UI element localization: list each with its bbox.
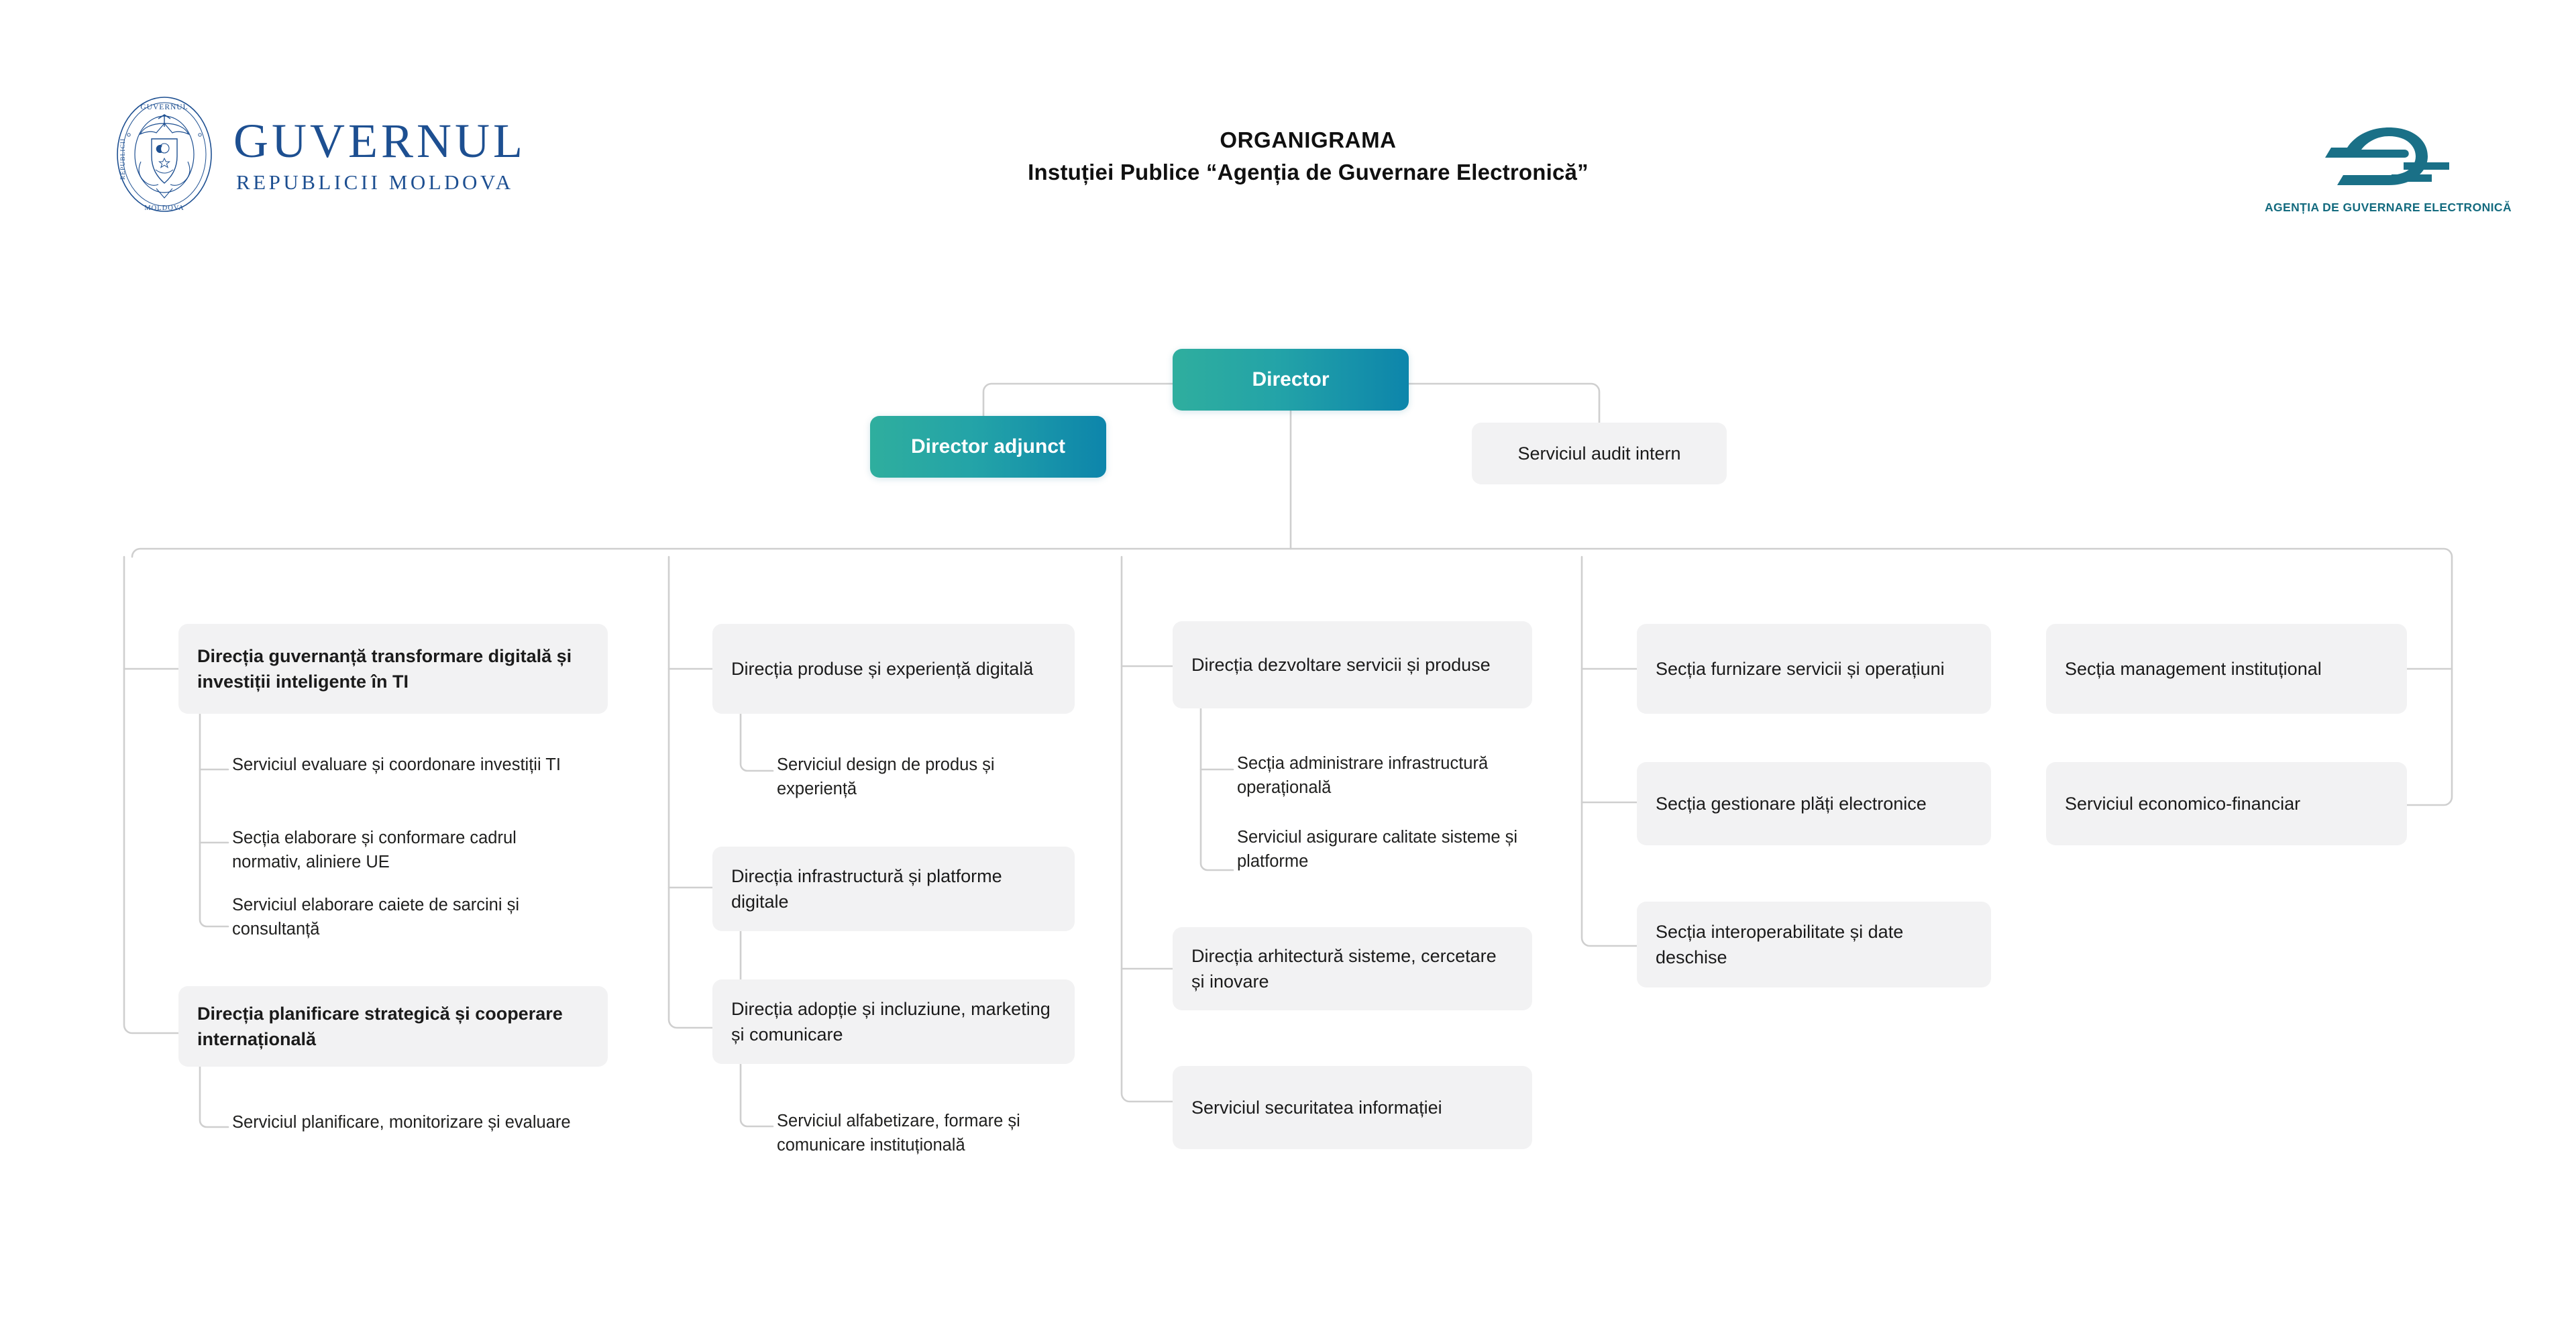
node-c3-d3-label: Serviciul securitatea informației <box>1191 1097 1442 1118</box>
node-sectia-gestionare-plati-electronice[interactable]: Secția gestionare plăți electronice <box>1637 762 1991 845</box>
svg-text:REPUBLICII: REPUBLICII <box>120 138 127 180</box>
node-c2-d1-label: Direcția produse și experiență digitală <box>731 658 1034 679</box>
node-director-adjunct[interactable]: Director adjunct <box>870 416 1106 478</box>
node-directia-produse-experienta-digitala[interactable]: Direcția produse și experiență digitală <box>712 624 1075 714</box>
leaf-sectia-elaborare-conformare-cadrul-normativ[interactable]: Secția elaborare și conformare cadrul no… <box>232 826 581 874</box>
node-sectia-furnizare-servicii-operatiuni[interactable]: Secția furnizare servicii și operațiuni <box>1637 624 1991 714</box>
node-directia-guvernanta-transformare-digitala[interactable]: Direcția guvernanță transformare digital… <box>178 624 608 714</box>
leaf-c1-d2-s1-label: Serviciul planificare, monitorizare și e… <box>232 1113 571 1132</box>
leaf-c1-d1-s3-label: Serviciul elaborare caiete de sarcini și… <box>232 896 520 939</box>
node-serviciul-securitatea-informatiei[interactable]: Serviciul securitatea informației <box>1173 1066 1532 1149</box>
leaf-serviciul-design-produs-experienta[interactable]: Serviciul design de produs și experiență <box>777 753 1072 801</box>
node-director-adjunct-label: Director adjunct <box>910 435 1066 458</box>
node-c4-d1-label: Secția furnizare servicii și operațiuni <box>1656 658 1945 679</box>
leaf-c3-d1-s1-label: Secția administrare infrastructură opera… <box>1237 754 1489 798</box>
node-c1-d2-label: Direcția planificare strategică și coope… <box>197 1003 563 1049</box>
node-director-label: Director <box>1252 368 1330 390</box>
gov-logo-line1: GUVERNUL <box>233 113 526 168</box>
node-c2-d3-label: Direcția adopție și incluziune, marketin… <box>731 998 1051 1045</box>
svg-text:MOLDOVA: MOLDOVA <box>144 205 184 212</box>
gov-logo-line2: REPUBLICII MOLDOVA <box>236 170 514 194</box>
leaf-c1-d1-s1-label: Serviciul evaluare și coordonare investi… <box>232 755 561 774</box>
node-c4-d3-label: Secția interoperabilitate și date deschi… <box>1656 921 1904 967</box>
node-director[interactable]: Director <box>1173 349 1409 411</box>
leaf-c1-d1-s2-label: Secția elaborare și conformare cadrul no… <box>232 829 517 872</box>
node-sectia-management-institutional[interactable]: Secția management instituțional <box>2046 624 2407 714</box>
node-serviciul-economico-financiar[interactable]: Serviciul economico-financiar <box>2046 762 2407 845</box>
leaf-sectia-administrare-infrastructura-operationala[interactable]: Secția administrare infrastructură opera… <box>1237 751 1539 800</box>
leaf-serviciul-alfabetizare-formare-comunicare[interactable]: Serviciul alfabetizare, formare și comun… <box>777 1109 1092 1157</box>
moldova-coat-of-arms-seal-icon: GUVERNUL MOLDOVA REPUBLICII <box>117 97 212 212</box>
node-directia-adoptie-incluziune-marketing[interactable]: Direcția adopție și incluziune, marketin… <box>712 979 1075 1064</box>
guvernul-republicii-moldova-logo: GUVERNUL MOLDOVA REPUBLICII GUVERNUL REP… <box>114 94 530 215</box>
node-directia-infrastructura-platforme-digitale[interactable]: Direcția infrastructură și platforme dig… <box>712 847 1075 931</box>
node-serviciul-audit-intern[interactable]: Serviciul audit intern <box>1472 423 1727 484</box>
node-c3-d1-label: Direcția dezvoltare servicii și produse <box>1191 654 1491 675</box>
leaf-serviciul-asigurare-calitate-sisteme[interactable]: Serviciul asigurare calitate sisteme și … <box>1237 825 1539 873</box>
title-line-1: ORGANIGRAMA <box>1220 127 1397 152</box>
node-directia-dezvoltare-servicii-produse[interactable]: Direcția dezvoltare servicii și produse <box>1173 621 1532 708</box>
node-sectia-interoperabilitate-date-deschise[interactable]: Secția interoperabilitate și date deschi… <box>1637 902 1991 987</box>
page-title: ORGANIGRAMA Instuției Publice “Agenția d… <box>825 124 1791 189</box>
node-c4-d2-label: Secția gestionare plăți electronice <box>1656 793 1927 814</box>
node-serviciul-audit-intern-label: Serviciul audit intern <box>1517 443 1681 464</box>
leaf-serviciul-planificare-monitorizare-evaluare[interactable]: Serviciul planificare, monitorizare și e… <box>232 1110 581 1134</box>
leaf-c2-d3-s1-label: Serviciul alfabetizare, formare și comun… <box>777 1112 1020 1155</box>
title-line-2: Instuției Publice “Agenția de Guvernare … <box>1028 159 1589 184</box>
age-logo-caption: AGENȚIA DE GUVERNARE ELECTRONICĂ <box>2264 201 2512 214</box>
node-c3-d2-label: Direcția arhitectură sisteme, cercetare … <box>1191 945 1497 992</box>
node-c1-d1-label: Direcția guvernanță transformare digital… <box>197 645 572 692</box>
leaf-c3-d1-s2-label: Serviciul asigurare calitate sisteme și … <box>1237 828 1518 871</box>
node-c5-d2-label: Serviciul economico-financiar <box>2065 793 2301 814</box>
svg-text:GUVERNUL: GUVERNUL <box>140 103 188 111</box>
node-directia-arhitectura-sisteme-cercetare-inovare[interactable]: Direcția arhitectură sisteme, cercetare … <box>1173 927 1532 1010</box>
stylized-e-logo-icon <box>2325 127 2449 185</box>
node-c5-d1-label: Secția management instituțional <box>2065 658 2322 679</box>
leaf-serviciul-evaluare-coordonare-investitii-ti[interactable]: Serviciul evaluare și coordonare investi… <box>232 753 581 777</box>
agentia-de-guvernare-electronica-logo: AGENȚIA DE GUVERNARE ELECTRONICĂ <box>2261 121 2516 235</box>
leaf-c2-d1-s1-label: Serviciul design de produs și experiență <box>777 755 995 799</box>
node-directia-planificare-strategica-cooperare[interactable]: Direcția planificare strategică și coope… <box>178 986 608 1067</box>
node-c2-d2-label: Direcția infrastructură și platforme dig… <box>731 865 1002 912</box>
leaf-serviciul-elaborare-caiete-sarcini[interactable]: Serviciul elaborare caiete de sarcini și… <box>232 893 581 941</box>
